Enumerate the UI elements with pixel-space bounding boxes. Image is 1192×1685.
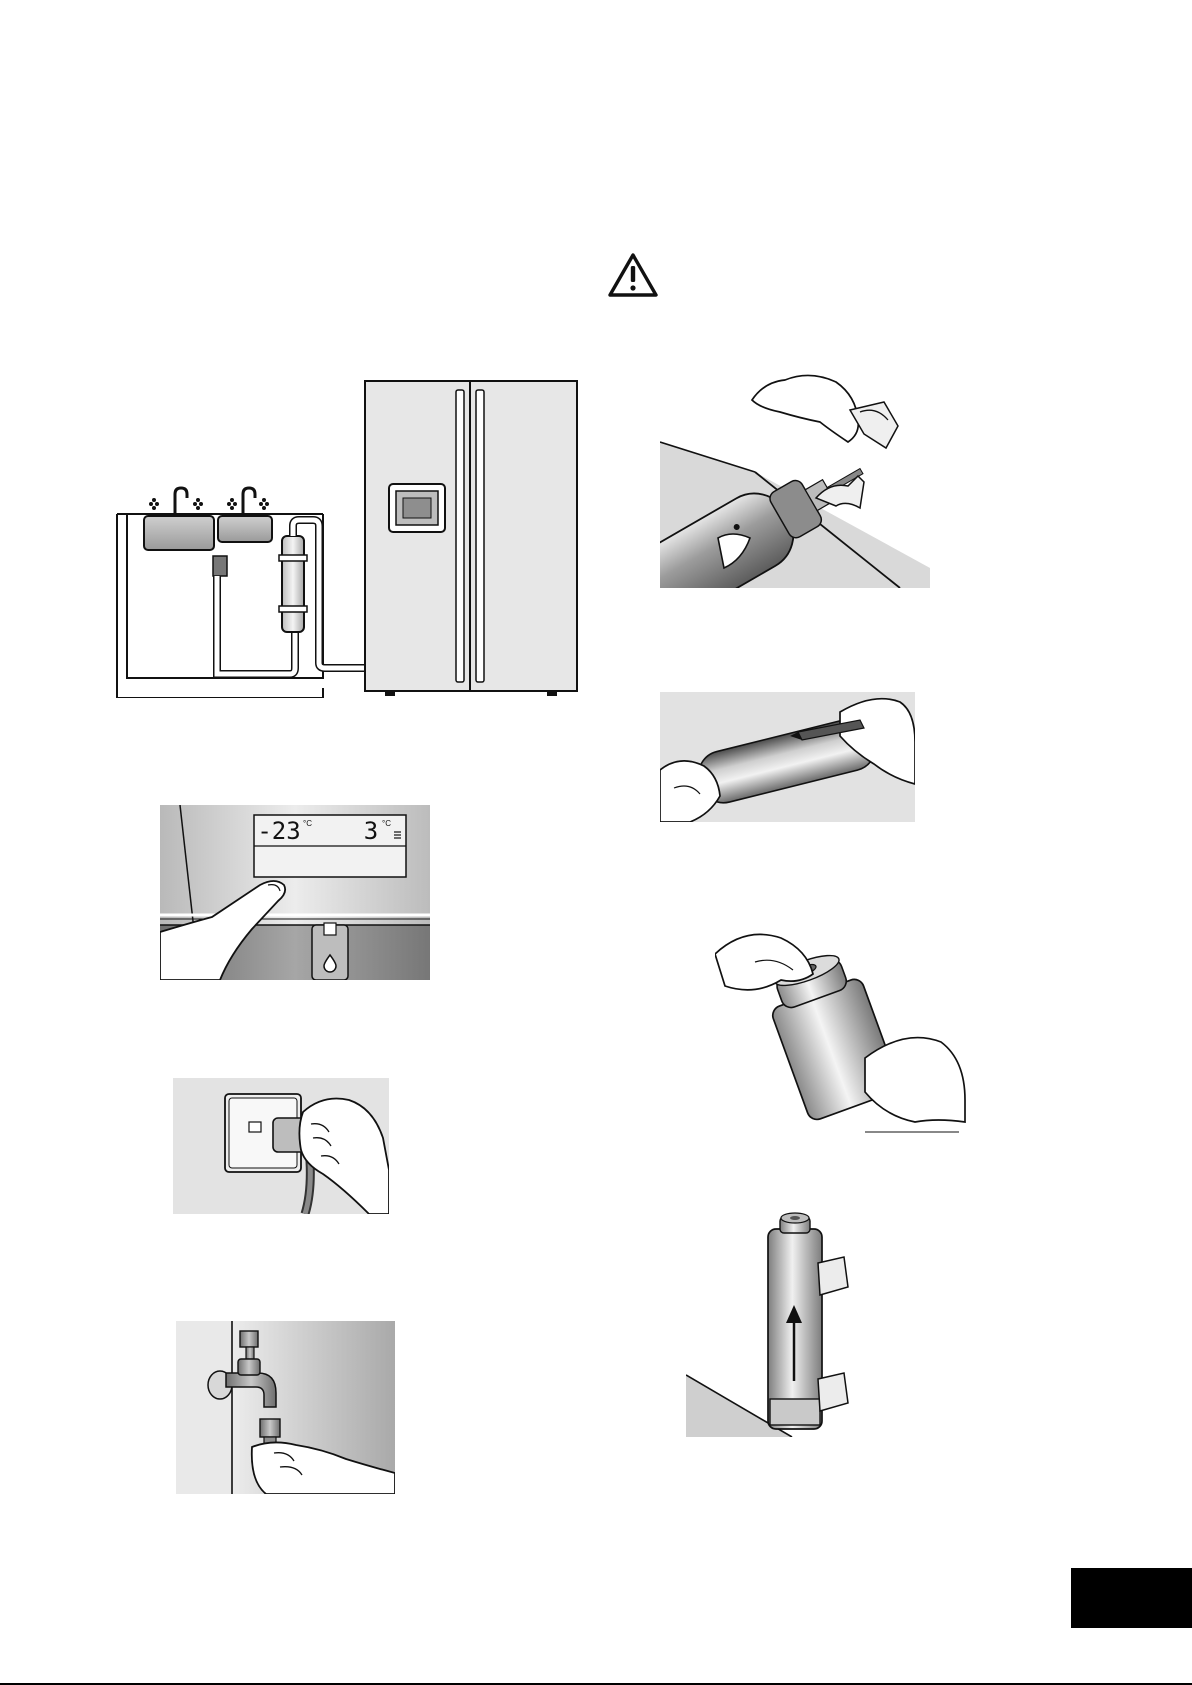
- insert-filter-figure: [686, 1203, 934, 1437]
- installation-overview-figure: [115, 378, 580, 698]
- tap-disconnect-drawing: [176, 1321, 395, 1494]
- unplug-socket-drawing: [173, 1078, 389, 1214]
- mark-filter-drawing: [660, 692, 915, 822]
- fridge-unit-label: °C: [382, 819, 391, 828]
- drill-clips-figure: [660, 372, 930, 588]
- warning-triangle-icon: [607, 252, 659, 298]
- page-number-tab: [1071, 1568, 1192, 1628]
- unplug-socket-figure: [173, 1078, 389, 1214]
- installation-overview-drawing: [115, 378, 580, 698]
- mark-filter-figure: [660, 692, 915, 822]
- drill-clips-drawing: [660, 372, 930, 588]
- tap-disconnect-figure: [176, 1321, 395, 1494]
- remove-cap-drawing: [715, 922, 970, 1136]
- control-panel-drawing: -23 °C 3 °C: [160, 805, 430, 980]
- freezer-unit-label: °C: [303, 819, 312, 828]
- fridge-temp-readout: 3: [364, 817, 378, 845]
- remove-cap-figure: [715, 922, 970, 1136]
- control-panel-figure: -23 °C 3 °C: [160, 805, 430, 980]
- freezer-temp-readout: -23: [257, 817, 300, 845]
- insert-filter-drawing: [686, 1203, 934, 1437]
